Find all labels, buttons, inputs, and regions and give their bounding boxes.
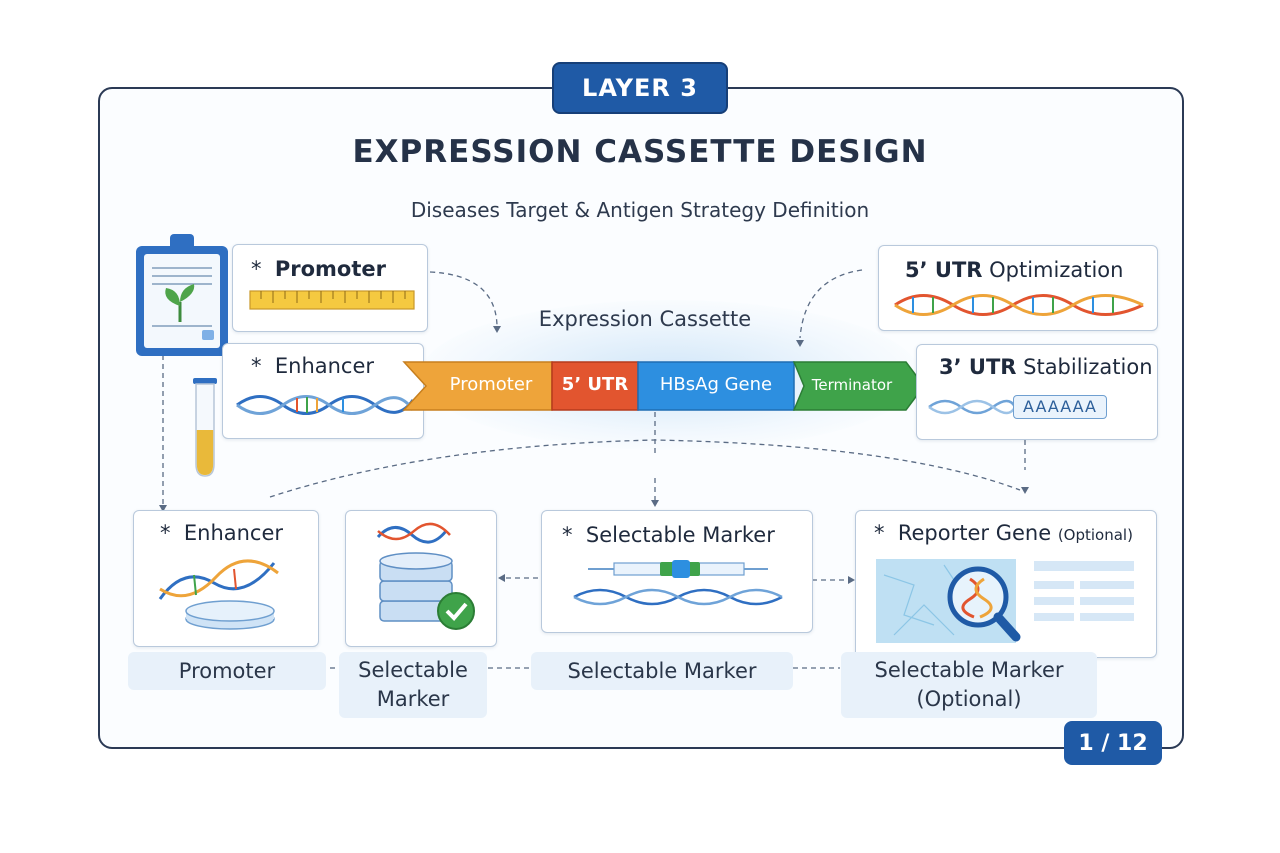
- page-title: EXPRESSION CASSETTE DESIGN: [352, 134, 928, 170]
- ruler-icon: [249, 290, 415, 310]
- selectable-marker-label: Selectable Marker: [585, 523, 775, 547]
- segment-terminator-label: Terminator: [811, 376, 893, 394]
- pill-optional-line1: Selectable Marker: [874, 658, 1064, 682]
- promoter-card: * Promoter: [232, 244, 428, 332]
- page-indicator[interactable]: 1 / 12: [1064, 721, 1162, 765]
- utr5-card: 5’ UTR Optimization: [878, 245, 1158, 331]
- magnifier-cells-icon: [876, 559, 1134, 643]
- connector-utr5: [799, 269, 863, 339]
- database-check-icon: [376, 522, 475, 630]
- page-subtitle: Diseases Target & Antigen Strategy Defin…: [410, 198, 870, 222]
- promoter-card-label: Promoter: [274, 257, 386, 281]
- utr5-card-rest: Optimization: [982, 258, 1124, 282]
- segment-terminator-shape: [792, 361, 925, 411]
- expression-cassette-bar: [402, 361, 925, 411]
- plasmid-marker-icon: [573, 560, 783, 606]
- utr3-card: 3’ UTR Stabilization AAAAAA: [916, 344, 1158, 440]
- database-card: [345, 510, 497, 647]
- layer-badge: LAYER 3: [552, 62, 728, 114]
- segment-gene-shape: [637, 361, 795, 411]
- utr5-card-bold: 5’ UTR: [905, 258, 983, 282]
- dna-helix-color-icon: [894, 294, 1144, 316]
- enhancer-card-top: * Enhancer: [222, 343, 424, 439]
- pill-optional-line2: (Optional): [916, 687, 1022, 711]
- enhancer-bottom-label: Enhancer: [183, 521, 284, 545]
- pill-selectable-marker-line1: Selectable: [358, 658, 468, 682]
- utr3-card-bold: 3’ UTR: [939, 355, 1017, 379]
- dna-dish-icon: [158, 559, 279, 630]
- reporter-gene-note: (Optional): [1057, 526, 1133, 544]
- polya-tail: AAAAAA: [1013, 395, 1107, 419]
- reporter-gene-card: * Reporter Gene (Optional): [855, 510, 1157, 658]
- enhancer-card-bottom: * Enhancer: [133, 510, 319, 647]
- connector-promoter: [429, 271, 498, 326]
- pill-selectable-marker-line2: Marker: [376, 687, 450, 711]
- pill-selectable-marker-center: Selectable Marker: [531, 652, 793, 690]
- pill-promoter: Promoter: [128, 652, 326, 690]
- dna-helix-icon: [236, 395, 415, 415]
- enhancer-card-label: Enhancer: [274, 354, 375, 378]
- pill-selectable-marker: Selectable Marker: [339, 652, 487, 718]
- dna-strand-icon: [928, 399, 1017, 415]
- test-tube-icon: [193, 378, 217, 477]
- segment-utr5-label: 5’ UTR: [561, 374, 629, 395]
- cassette-label: Expression Cassette: [538, 307, 752, 331]
- reporter-gene-label: Reporter Gene: [897, 521, 1052, 545]
- pill-selectable-marker-optional: Selectable Marker (Optional): [841, 652, 1097, 718]
- utr3-card-rest: Stabilization: [1016, 355, 1153, 379]
- selectable-marker-card: * Selectable Marker: [541, 510, 813, 633]
- connector-arc: [269, 439, 1021, 498]
- segment-promoter-label: Promoter: [449, 374, 533, 395]
- segment-promoter-shape: [402, 361, 553, 411]
- clipboard-plant-icon: [136, 234, 228, 356]
- segment-gene-label: HBsAg Gene: [659, 374, 773, 395]
